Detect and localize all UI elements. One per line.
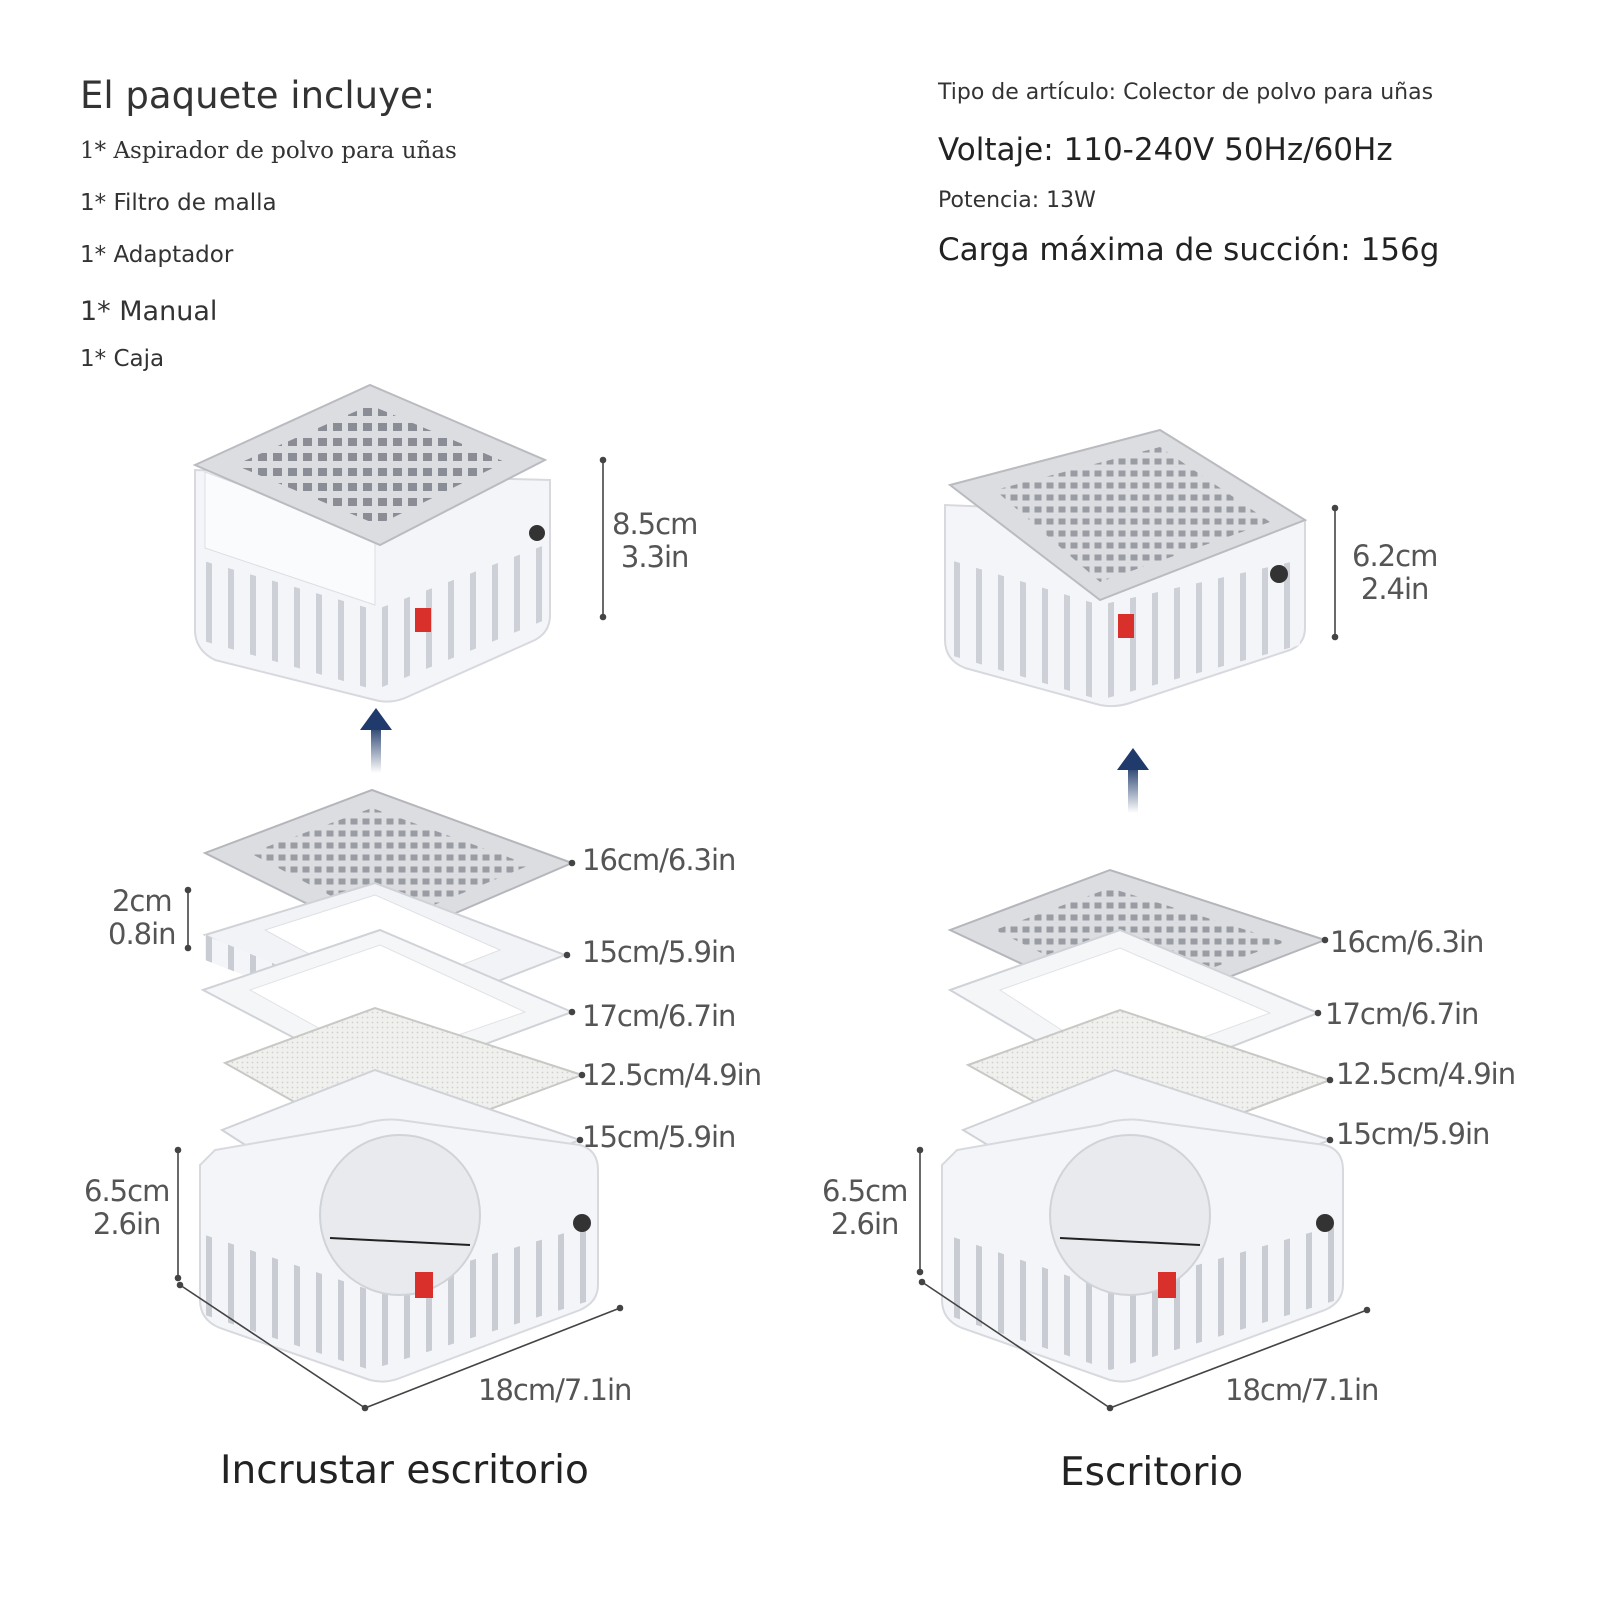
power-port-icon — [529, 525, 545, 541]
left-layer-dim: 15cm/5.9in — [582, 935, 736, 969]
dim-in: 2.6in — [830, 1207, 900, 1241]
left-assembled-unit — [192, 383, 551, 703]
right-arrow-up-icon — [1117, 748, 1149, 813]
right-base-height: 6.5cm 2.6in — [822, 1174, 908, 1241]
package-item: 1* Manual — [80, 296, 218, 327]
right-layer-dim: 17cm/6.7in — [1325, 997, 1479, 1031]
right-layer-dim: 15cm/5.9in — [1336, 1117, 1490, 1151]
right-power-switch-icon — [1118, 614, 1134, 638]
left-caption: Incrustar escritorio — [220, 1448, 589, 1493]
right-base-power-switch-icon — [1158, 1272, 1176, 1298]
spec-voltage: Voltaje: 110-240V 50Hz/60Hz — [938, 132, 1393, 168]
dim-cm: 2cm — [111, 884, 173, 918]
left-base-width: 18cm/7.1in — [478, 1373, 632, 1407]
base-power-port-icon — [573, 1214, 591, 1232]
base-power-switch-icon — [415, 1272, 433, 1298]
left-base-height: 6.5cm 2.6in — [84, 1174, 170, 1241]
right-layer-dim: 12.5cm/4.9in — [1336, 1057, 1516, 1091]
package-item: 1* Filtro de malla — [80, 190, 277, 216]
right-base-power-port-icon — [1316, 1214, 1334, 1232]
left-layer-dim: 17cm/6.7in — [582, 999, 736, 1033]
dim-in: 3.3in — [620, 540, 690, 574]
right-power-port-icon — [1270, 565, 1288, 583]
package-item: 1* Aspirador de polvo para uñas — [80, 138, 457, 164]
right-layer-dim: 16cm/6.3in — [1330, 925, 1484, 959]
dim-cm: 8.5cm — [612, 507, 698, 541]
left-layer-dim: 16cm/6.3in — [582, 843, 736, 877]
left-assembled-height: 8.5cm 3.3in — [612, 507, 698, 574]
left-arrow-up-icon — [360, 708, 392, 773]
dimension-lines — [174, 456, 1371, 1412]
spec-item-type: Tipo de artículo: Colector de polvo para… — [938, 80, 1434, 105]
power-switch-icon — [415, 608, 431, 632]
left-layer-dim: 15cm/5.9in — [582, 1120, 736, 1154]
dim-cm: 6.5cm — [822, 1174, 908, 1208]
left-exploded-layers — [199, 788, 599, 1383]
package-item: 1* Caja — [80, 346, 165, 372]
right-exploded-layers — [941, 868, 1344, 1383]
spec-suction-load: Carga máxima de succión: 156g — [938, 232, 1440, 268]
right-base-width: 18cm/7.1in — [1225, 1373, 1379, 1407]
package-item: 1* Adaptador — [80, 242, 234, 268]
dim-cm: 6.2cm — [1352, 539, 1438, 573]
package-title: El paquete incluye: — [80, 74, 436, 117]
right-assembled-height: 6.2cm 2.4in — [1352, 539, 1438, 606]
dim-in: 2.6in — [92, 1207, 162, 1241]
dim-in: 2.4in — [1360, 572, 1430, 606]
right-assembled-unit — [944, 428, 1308, 708]
left-frame-height: 2cm 0.8in — [108, 884, 177, 951]
dim-in: 0.8in — [108, 917, 177, 951]
spec-power: Potencia: 13W — [938, 188, 1096, 213]
dim-cm: 6.5cm — [84, 1174, 170, 1208]
right-caption: Escritorio — [1060, 1450, 1244, 1495]
left-layer-dim: 12.5cm/4.9in — [582, 1058, 762, 1092]
